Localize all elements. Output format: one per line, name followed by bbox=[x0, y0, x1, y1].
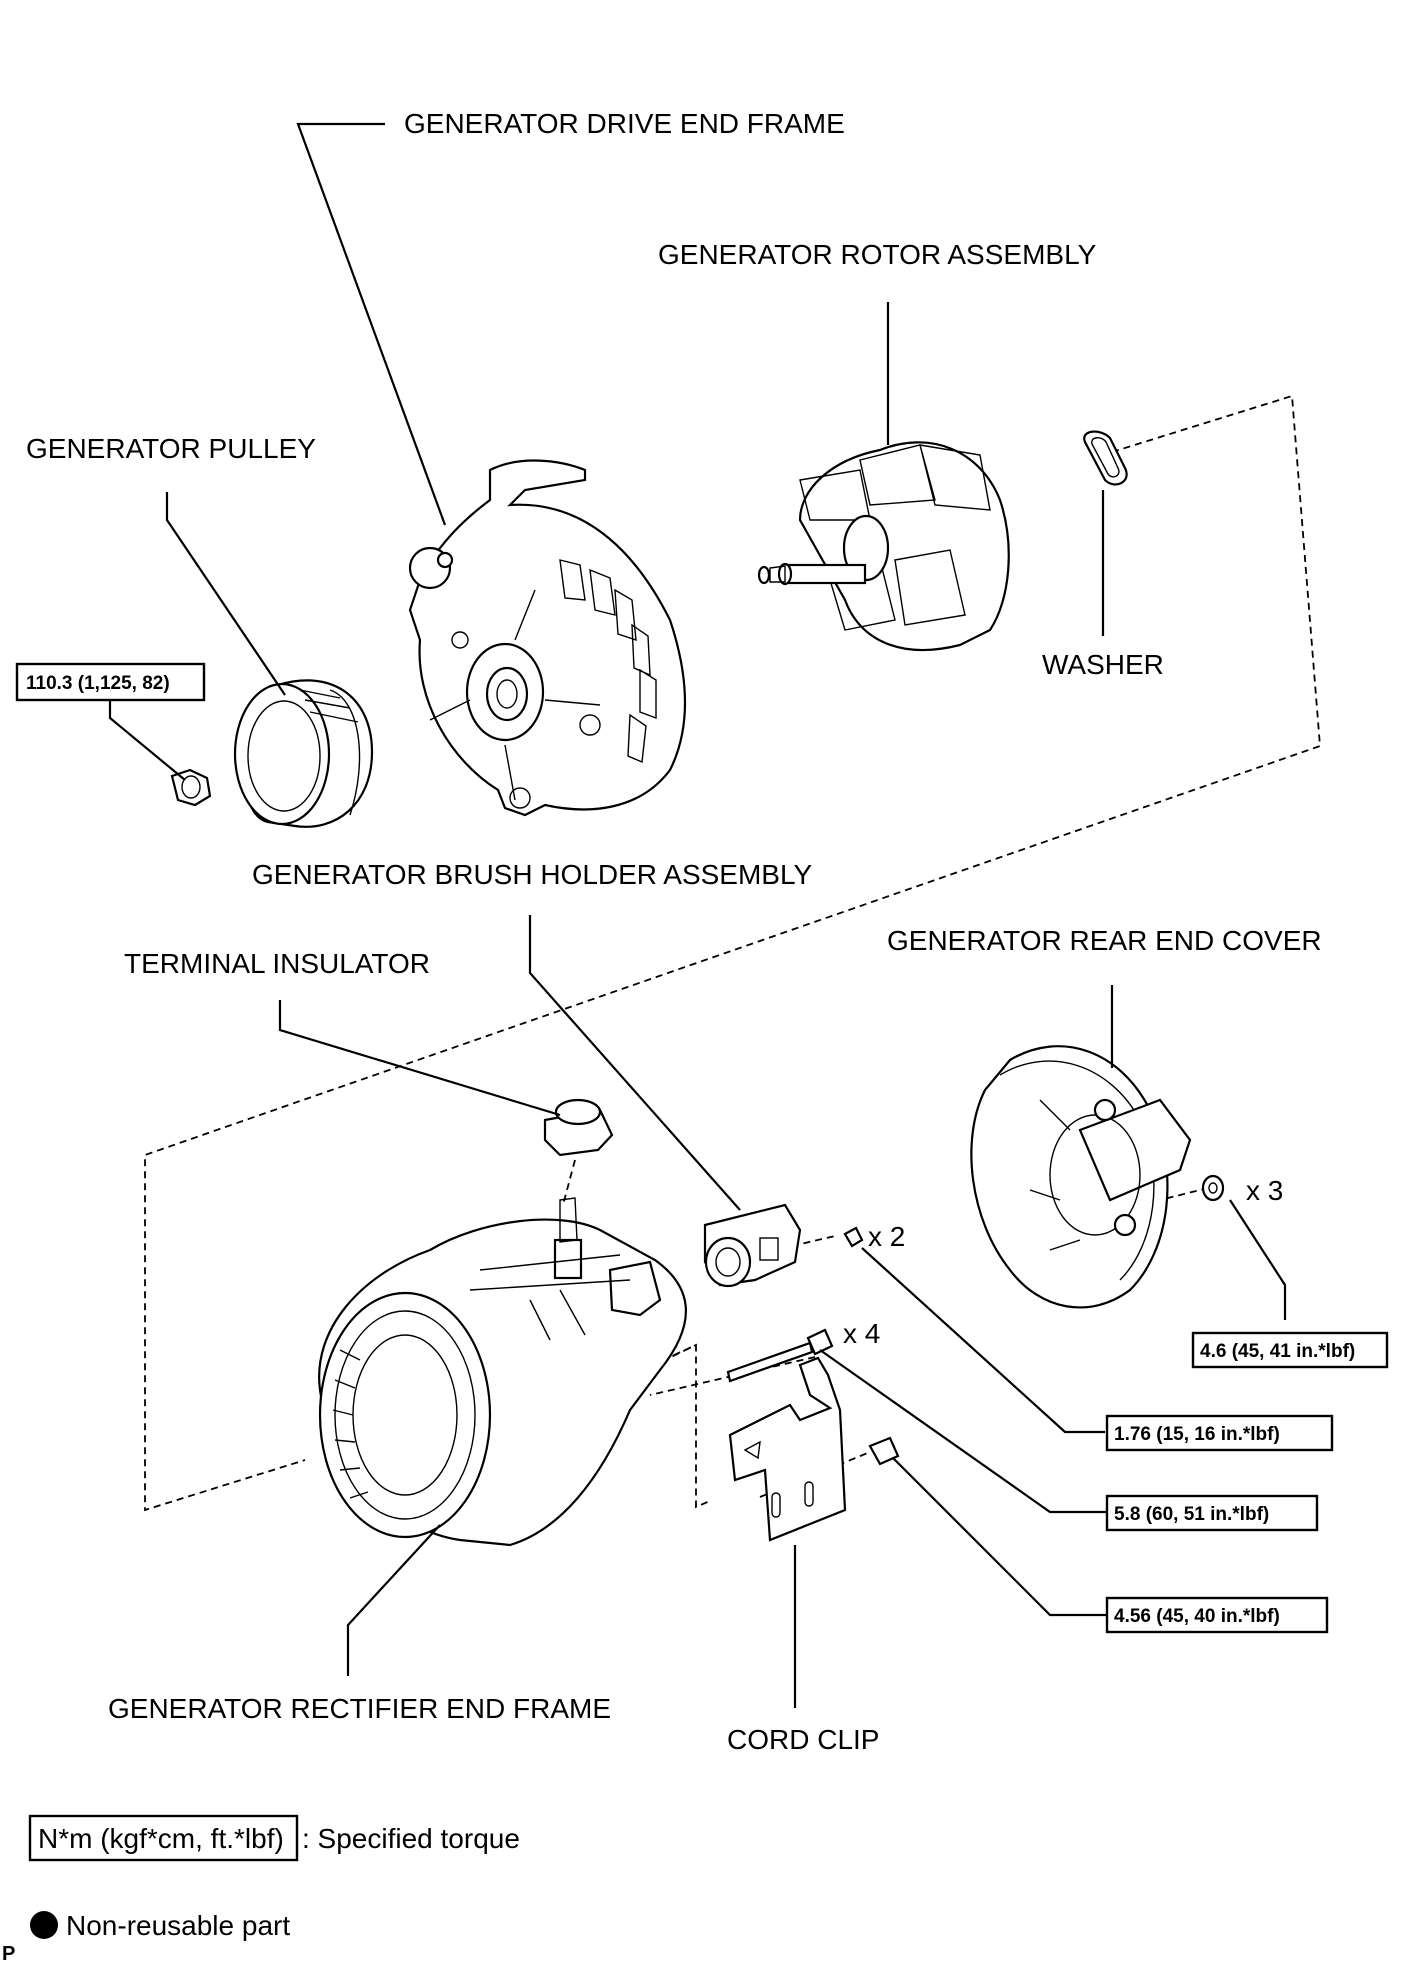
label-pulley: GENERATOR PULLEY bbox=[26, 433, 316, 464]
label-terminal-insulator: TERMINAL INSULATOR bbox=[124, 948, 430, 979]
torque-box-pulley-nut: 110.3 (1,125, 82) bbox=[15, 662, 206, 702]
brush-holder-screw bbox=[843, 1226, 864, 1248]
torque-pulley-nut: 110.3 (1,125, 82) bbox=[26, 673, 170, 694]
generator-brush-holder-assembly bbox=[703, 1203, 802, 1288]
rear-cover-nut bbox=[1201, 1174, 1225, 1202]
legend-torque-box: N*m (kgf*cm, ft.*lbf) bbox=[38, 1823, 284, 1854]
part-labels: GENERATOR DRIVE END FRAME GENERATOR ROTO… bbox=[26, 108, 1322, 1755]
label-cord-clip: CORD CLIP bbox=[727, 1724, 879, 1755]
label-washer: WASHER bbox=[1042, 649, 1164, 680]
count-rear-cover-nut: x 3 bbox=[1246, 1175, 1283, 1206]
count-through-bolt: x 4 bbox=[843, 1318, 880, 1349]
pulley-nut bbox=[170, 768, 212, 807]
label-brush-holder: GENERATOR BRUSH HOLDER ASSEMBLY bbox=[252, 859, 812, 890]
cord-clip bbox=[728, 1356, 847, 1542]
count-labels: x 3 x 2 x 4 bbox=[843, 1175, 1283, 1349]
torque-cord-clip-bolt: 4.56 (45, 40 in.*lbf) bbox=[1114, 1606, 1280, 1627]
washer bbox=[1083, 430, 1128, 486]
torque-box-brush-holder-screw: 1.76 (15, 16 in.*lbf) bbox=[1105, 1414, 1334, 1452]
count-brush-holder-screw: x 2 bbox=[868, 1221, 905, 1252]
generator-rotor-assembly bbox=[757, 441, 1010, 652]
label-rotor-assembly: GENERATOR ROTOR ASSEMBLY bbox=[658, 239, 1097, 270]
torque-box-rear-cover-nut: 4.6 (45, 41 in.*lbf) bbox=[1191, 1331, 1389, 1369]
cord-clip-bolt bbox=[868, 1436, 900, 1466]
nonreusable-dot-icon bbox=[30, 1911, 58, 1939]
leader-lines bbox=[108, 122, 1287, 1708]
torque-brush-holder-screw: 1.76 (15, 16 in.*lbf) bbox=[1114, 1424, 1280, 1445]
legend: N*m (kgf*cm, ft.*lbf) : Specified torque… bbox=[28, 1814, 520, 1941]
generator-rectifier-end-frame bbox=[318, 1197, 687, 1547]
page-code: P bbox=[2, 1943, 15, 1963]
torque-through-bolt: 5.8 (60, 51 in.*lbf) bbox=[1114, 1504, 1269, 1525]
through-bolt bbox=[726, 1328, 834, 1383]
torque-box-through-bolt: 5.8 (60, 51 in.*lbf) bbox=[1105, 1494, 1319, 1532]
generator-rear-end-cover bbox=[970, 1045, 1192, 1309]
generator-drive-end-frame bbox=[408, 459, 687, 817]
legend-nonreusable-text: Non-reusable part bbox=[66, 1910, 290, 1941]
terminal-insulator bbox=[543, 1098, 614, 1157]
torque-rear-cover-nut: 4.6 (45, 41 in.*lbf) bbox=[1200, 1341, 1355, 1362]
label-rectifier-end-frame: GENERATOR RECTIFIER END FRAME bbox=[108, 1693, 611, 1724]
legend-torque-text: : Specified torque bbox=[302, 1823, 520, 1854]
label-rear-end-cover: GENERATOR REAR END COVER bbox=[887, 925, 1322, 956]
generator-pulley bbox=[233, 679, 374, 828]
torque-box-cord-clip-bolt: 4.56 (45, 40 in.*lbf) bbox=[1105, 1596, 1329, 1634]
label-drive-end-frame: GENERATOR DRIVE END FRAME bbox=[404, 108, 845, 139]
